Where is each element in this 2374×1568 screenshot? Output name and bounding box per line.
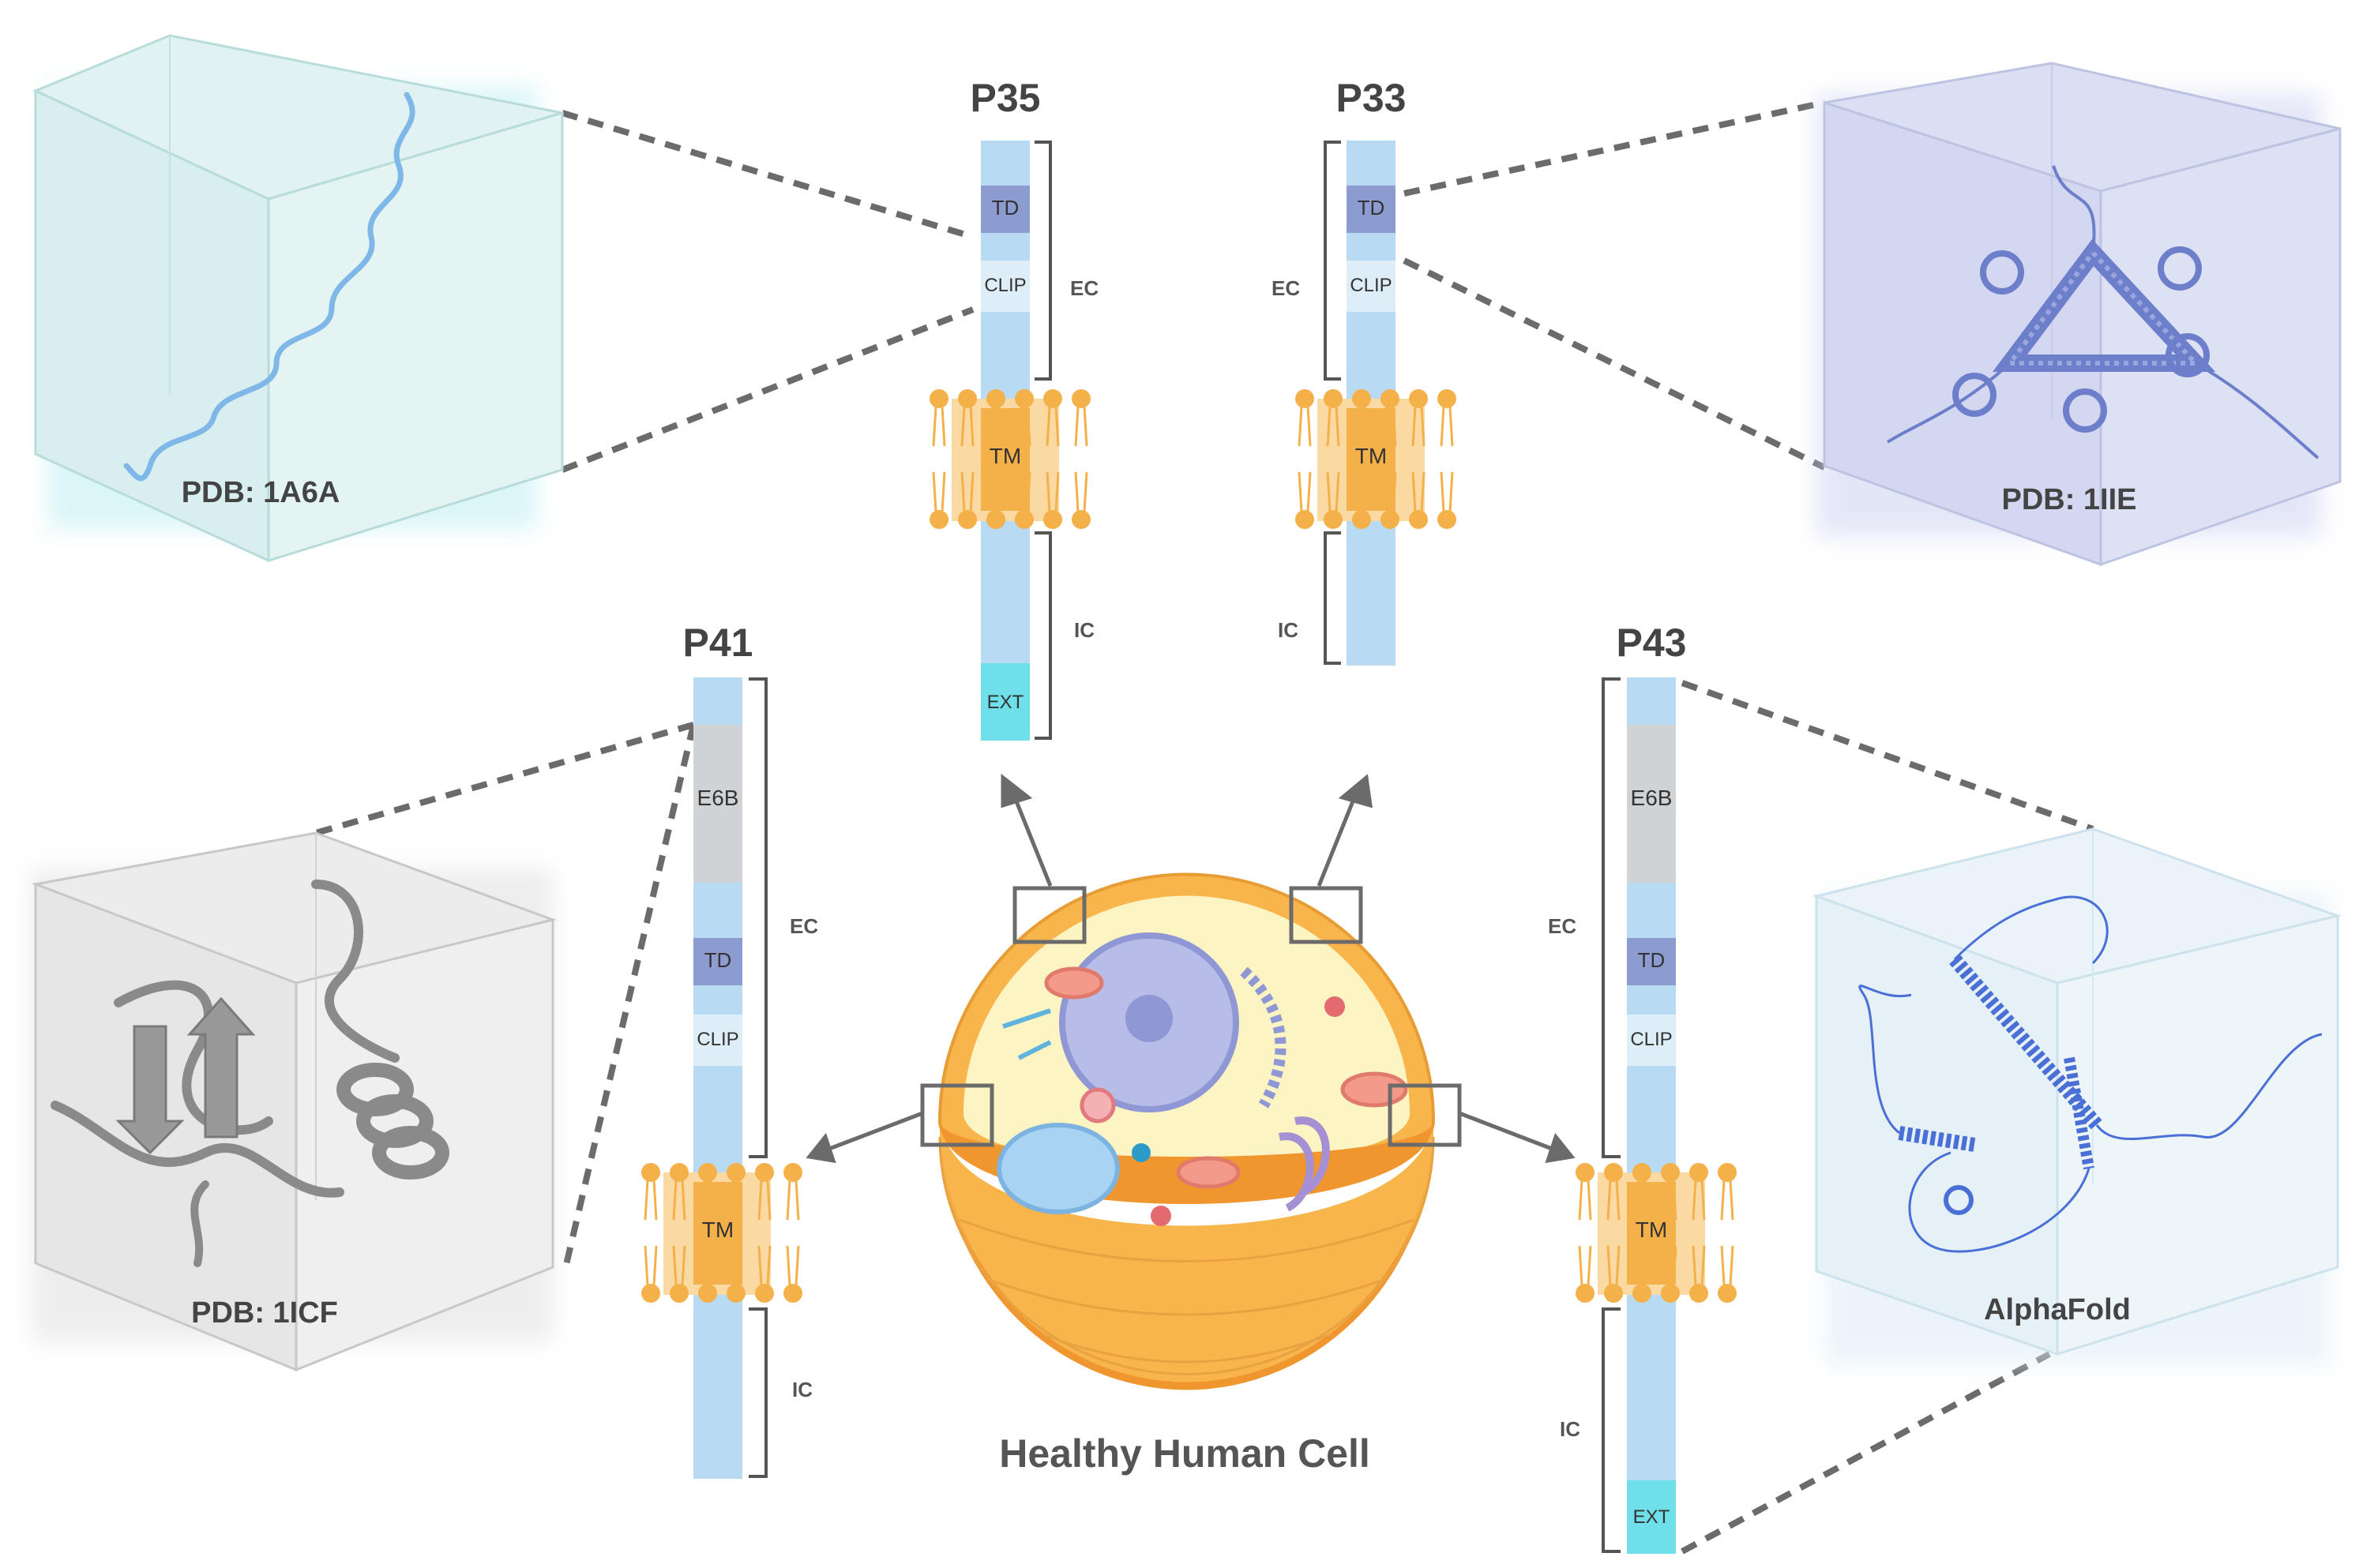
p35-ic-label: IC <box>1074 618 1095 642</box>
p35-clip-label: CLIP <box>984 275 1027 296</box>
structure-box-alphafold <box>1812 827 2342 1366</box>
p33-ec-label: EC <box>1272 276 1301 300</box>
p43-clip-label: CLIP <box>1630 1029 1673 1050</box>
p43-e6b-label: E6B <box>1630 786 1673 810</box>
p41-ec-label: EC <box>790 914 819 938</box>
p35-clip <box>981 261 1030 312</box>
p35-tm-label: TM <box>989 444 1022 468</box>
p35-ec-bracket <box>1035 141 1052 381</box>
p35-title: P35 <box>970 76 1041 120</box>
p43-ext-label: EXT <box>1632 1506 1670 1528</box>
p33-ic-bracket <box>1324 531 1341 665</box>
p41-td <box>693 938 742 985</box>
p33-ec-bracket <box>1324 141 1341 381</box>
p41-td-label: TD <box>704 948 732 972</box>
p41-ic-label: IC <box>792 1378 813 1401</box>
p41-membrane <box>640 1161 804 1304</box>
p35-td-label: TD <box>991 196 1020 219</box>
p35-membrane <box>928 388 1092 531</box>
p43-ec-bracket <box>1602 677 1621 1158</box>
healthy-cell-illustration <box>920 872 1462 1390</box>
p43-ec-label: EC <box>1548 914 1577 938</box>
p43-ic-bracket <box>1602 1307 1621 1553</box>
p43-td <box>1627 938 1676 985</box>
cell-label: Healthy Human Cell <box>999 1431 1370 1476</box>
p33-title: P33 <box>1335 76 1407 120</box>
p43-td-label: TD <box>1637 948 1666 972</box>
p41-clip-label: CLIP <box>697 1029 739 1050</box>
isoform-p43 <box>1574 677 1738 1554</box>
p35-td <box>981 186 1030 233</box>
structure-box-1iie <box>1816 62 2342 567</box>
p35-ec-label: EC <box>1070 276 1099 300</box>
p43-clip <box>1627 1015 1676 1066</box>
p41-clip <box>693 1015 742 1066</box>
structure-box-1a6a <box>32 34 564 563</box>
structure-box-1icf <box>31 831 558 1372</box>
p33-ic-label: IC <box>1278 618 1298 642</box>
structure-label-1icf: PDB: 1ICF <box>191 1296 338 1330</box>
structure-label-1a6a: PDB: 1A6A <box>181 476 340 509</box>
p33-tm-label: TM <box>1354 444 1388 468</box>
isoform-p33 <box>1294 141 1458 666</box>
p35-ic-bracket <box>1035 531 1052 740</box>
p41-e6b <box>693 725 742 883</box>
connector-lines <box>314 99 2094 1555</box>
p43-e6b <box>1627 725 1676 883</box>
p43-tm-label: TM <box>1635 1217 1668 1242</box>
p41-e6b-label: E6B <box>697 786 739 810</box>
p43-title: P43 <box>1616 621 1687 665</box>
p35-ext <box>981 663 1030 741</box>
p33-membrane <box>1294 388 1458 531</box>
p35-ext-label: EXT <box>986 692 1024 713</box>
p33-clip-label: CLIP <box>1350 275 1392 296</box>
p33-td-label: TD <box>1357 196 1385 219</box>
structure-label-alphafold: AlphaFold <box>1984 1293 2131 1326</box>
structure-label-1iie: PDB: 1IIE <box>2001 483 2137 516</box>
p43-membrane <box>1574 1161 1738 1304</box>
p41-ic-bracket <box>749 1307 768 1478</box>
pointer-arrows <box>806 773 1576 1164</box>
isoform-p35 <box>928 141 1092 741</box>
p41-ec-bracket <box>749 677 768 1158</box>
p33-clip <box>1347 261 1395 312</box>
p41-title: P41 <box>682 621 753 665</box>
p41-tm-label: TM <box>701 1217 734 1242</box>
p43-ext <box>1627 1480 1676 1554</box>
p33-td <box>1347 186 1395 233</box>
isoform-p41 <box>640 677 804 1479</box>
p43-ic-label: IC <box>1560 1417 1580 1441</box>
